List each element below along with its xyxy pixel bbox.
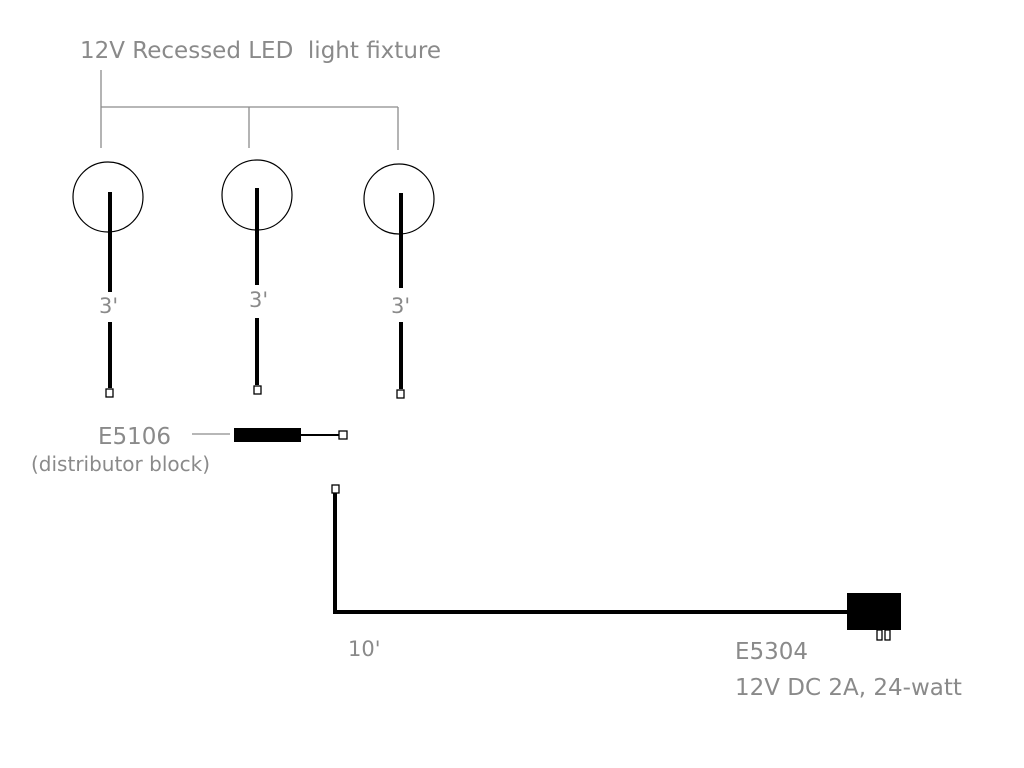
cable-length-label: 3' bbox=[391, 294, 410, 318]
main-cable-length-label: 10' bbox=[348, 637, 381, 661]
fixture-bracket bbox=[100, 70, 399, 150]
distributor-body bbox=[234, 428, 301, 442]
main-cable: 10' bbox=[331, 484, 848, 661]
fixture-title: 12V Recessed LED light fixture bbox=[80, 38, 441, 64]
light-fixture-2: 3' bbox=[221, 159, 293, 395]
power-supply-body bbox=[847, 593, 901, 630]
distributor-part-label: E5106 bbox=[98, 424, 171, 450]
cable-length-label: 3' bbox=[99, 294, 118, 318]
light-fixture-1: 3' bbox=[72, 161, 144, 398]
power-supply-part-label: E5304 bbox=[735, 639, 808, 665]
fixture-connector bbox=[253, 385, 262, 395]
fixture-connector bbox=[396, 389, 405, 399]
distributor-block: E5106 (distributor block) bbox=[31, 424, 348, 476]
distributor-description-label: (distributor block) bbox=[31, 452, 210, 476]
cable-length-label: 3' bbox=[249, 288, 268, 312]
fixture-connector bbox=[105, 388, 114, 398]
main-cable-connector bbox=[331, 484, 340, 494]
light-fixture-3: 3' bbox=[363, 163, 435, 399]
power-supply-prong bbox=[876, 629, 883, 641]
main-cable-wire bbox=[333, 493, 848, 614]
power-supply: E5304 12V DC 2A, 24-watt bbox=[735, 593, 962, 701]
power-supply-prong bbox=[884, 629, 891, 641]
power-supply-spec-label: 12V DC 2A, 24-watt bbox=[735, 675, 962, 701]
distributor-connector bbox=[338, 430, 348, 440]
